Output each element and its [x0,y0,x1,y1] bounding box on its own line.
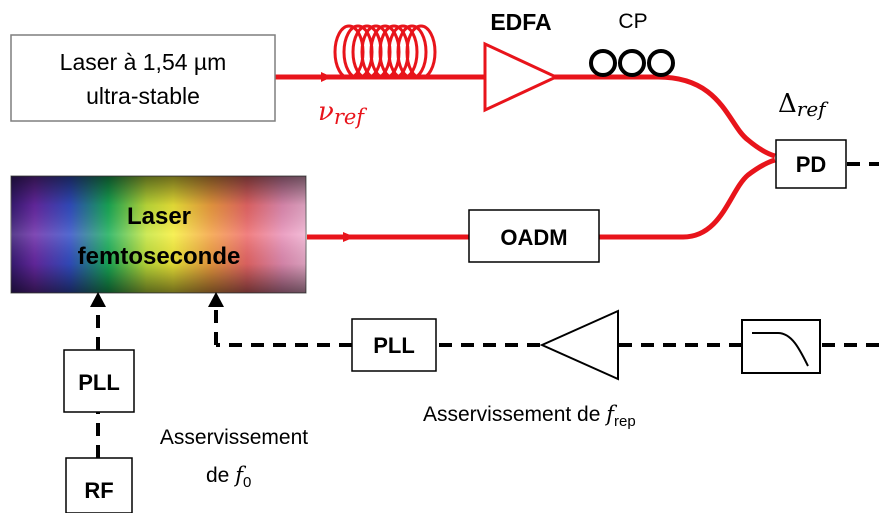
nu-ref-symbol: ν [318,97,334,127]
frep-lock-sub: rep [614,413,636,430]
f0-lock-sub: 0 [243,474,251,491]
polarization-controller [589,49,675,77]
femtosecond-laser-line1: Laser [127,203,191,230]
edfa-label: EDFA [490,9,551,35]
dashed-signal-lines [96,162,879,458]
photodiode-label: PD [796,152,827,177]
edfa-amplifier [483,41,560,113]
f0-lock-line2: de f0 [206,463,251,491]
oadm-box [468,209,600,263]
fiber-coil [333,24,437,80]
fiber-paths [275,74,776,240]
reference-laser-line1: Laser à 1,54 µm [60,49,227,75]
pll-f0-box [63,349,135,413]
nu-ref-subscript: ref [334,105,367,129]
photodiode-box [775,139,847,189]
frep-lock-label: Asservissement de frep [423,402,636,430]
femtosecond-laser-shade [11,176,306,293]
femto-fiber-arrow [343,232,355,242]
delta-ref-subscript: ref [797,97,829,121]
ref-fiber-arrow [321,72,332,82]
oadm-label: OADM [500,225,567,250]
reference-laser-line2: ultra-stable [86,83,200,109]
lowpass-filter-icon [752,332,809,367]
f0-lock-line1: Asservissement [160,426,308,449]
nu-ref-label: νref [318,97,367,129]
rf-source-box [65,457,133,513]
femtosecond-laser-line2: femtoseconde [78,243,241,270]
f0-arrowhead [90,292,106,307]
cp-label: CP [618,10,647,33]
pll-f0-label: PLL [78,370,120,395]
frep-lock-var: f [604,402,617,426]
ref-fiber [275,74,776,159]
femto-fiber [307,157,776,240]
delta-ref-symbol: Δ [778,89,797,119]
reference-laser-box [10,34,276,122]
delta-ref-label: Δref [778,89,829,121]
f0-lock-var: f [233,463,246,487]
pll-frep-box [351,318,437,372]
frep-lock-text: Asservissement de [423,403,606,426]
rf-source-label: RF [84,478,113,503]
frep-arrowhead [208,292,224,307]
f0-lock-de: de [206,464,235,487]
pll-frep-label: PLL [373,333,415,358]
signal-amplifier [539,309,619,381]
